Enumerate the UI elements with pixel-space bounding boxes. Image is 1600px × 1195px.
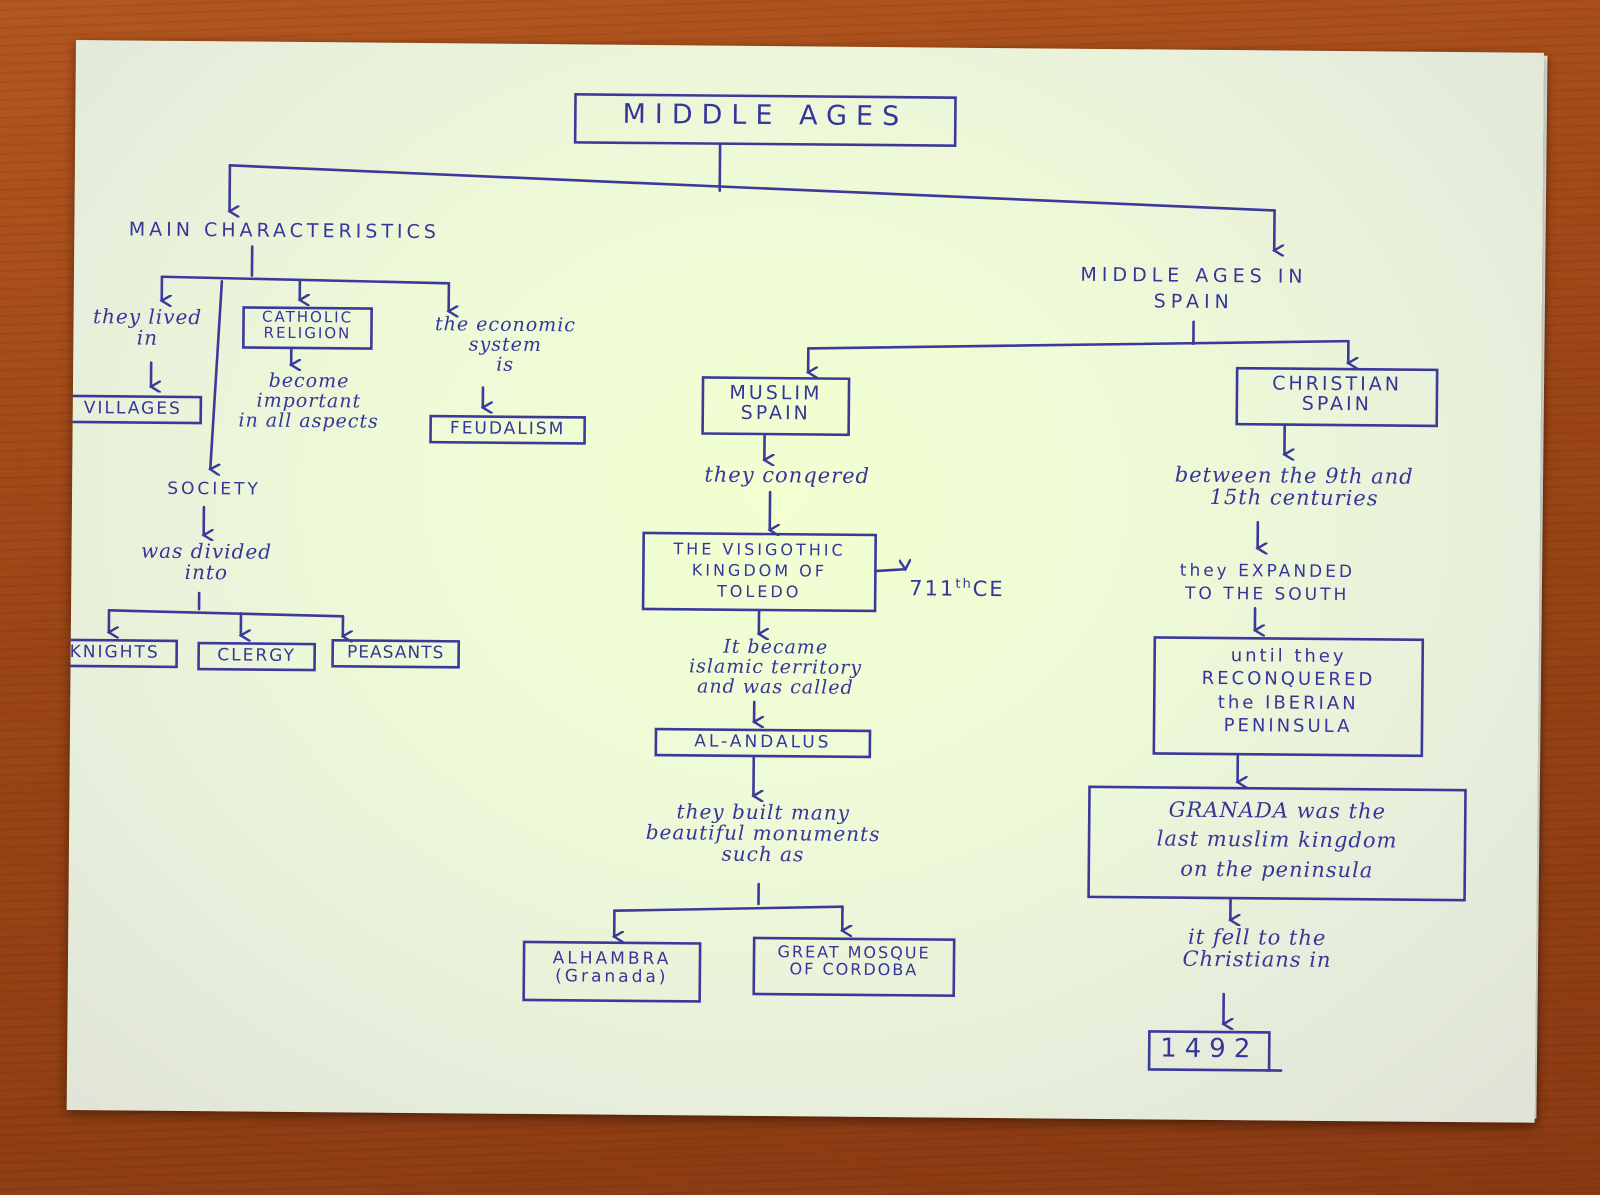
year-1492-box	[1147, 1030, 1271, 1072]
knights-box	[66, 638, 179, 669]
catholic-religion-box	[242, 306, 373, 350]
monuments-text: they built many beautiful monuments such…	[645, 799, 881, 867]
society-heading: SOCIETY	[167, 478, 261, 500]
al-andalus-box	[654, 727, 872, 759]
christian-spain-box	[1235, 366, 1439, 428]
centuries-text: between the 9th and 15th centuries	[1174, 462, 1414, 511]
visigothic-kingdom-label: THE VISIGOTHIC KINGDOM OF TOLEDO	[673, 539, 846, 601]
feudalism-label: FEUDALISM	[449, 418, 566, 440]
society-divided-text: was divided into	[140, 538, 273, 585]
title-box	[573, 93, 957, 147]
concept-map-sheet: MIDDLE AGES MAIN CHARACTERISTICS they li…	[66, 40, 1544, 1123]
conquest-date-era: CE	[972, 576, 1005, 602]
religion-importance-text: become important in all aspects	[238, 369, 379, 433]
feudalism-box	[429, 414, 587, 445]
conquest-date-suffix: th	[955, 576, 973, 592]
muslim-spain-box	[701, 376, 851, 437]
peasants-label: PEASANTS	[346, 642, 445, 664]
villages-label: VILLAGES	[83, 398, 182, 419]
conquest-date: 711thCE	[909, 555, 1029, 602]
conquest-date-number: 711	[909, 576, 956, 601]
year-1492-label: 1492	[1160, 1033, 1259, 1065]
alhambra-box	[522, 940, 702, 1003]
connector-lines	[66, 93, 1467, 1072]
christian-spain-label: CHRISTIAN SPAIN	[1272, 372, 1403, 416]
al-andalus-label: AL-ANDALUS	[694, 731, 832, 753]
lived-in-text: they lived in	[92, 304, 203, 350]
peasants-box	[331, 638, 461, 669]
fell-text: it fell to the Christians in	[1182, 924, 1332, 973]
expanded-text: they EXPANDED TO THE SOUTH	[1179, 560, 1356, 606]
villages-box	[66, 394, 203, 425]
great-mosque-label: GREAT MOSQUE OF CORDOBA	[777, 942, 931, 980]
clergy-box	[197, 641, 317, 672]
alhambra-label: ALHAMBRA (Granada)	[552, 948, 672, 988]
great-mosque-box	[752, 936, 956, 998]
main-characteristics-heading: MAIN CHARACTERISTICS	[128, 218, 441, 244]
catholic-religion-label: CATHOLIC RELIGION	[261, 307, 354, 343]
visigothic-kingdom-box	[641, 531, 878, 613]
diagram-title: MIDDLE AGES	[622, 98, 909, 133]
islamic-territory-text: It became islamic territory and was call…	[688, 635, 863, 699]
reconquered-box	[1152, 636, 1425, 758]
knights-label: KNIGHTS	[69, 641, 160, 663]
clergy-label: CLERGY	[217, 645, 297, 666]
granada-text: GRANADA was the last muslim kingdom on t…	[1156, 797, 1398, 883]
conquered-text: they conqered	[704, 462, 871, 488]
reconquered-label: until they RECONQUERED the IBERIAN PENIN…	[1201, 645, 1376, 738]
muslim-spain-label: MUSLIM SPAIN	[729, 381, 823, 425]
middle-ages-spain-heading: MIDDLE AGES IN SPAIN	[1080, 263, 1308, 313]
granada-box	[1087, 785, 1467, 902]
economic-system-text: the economic system is	[434, 313, 577, 376]
